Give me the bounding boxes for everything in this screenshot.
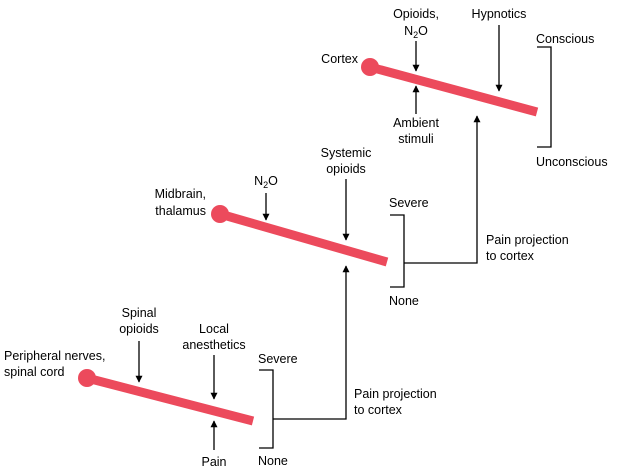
cortex-opioids-label: Opioids,: [393, 7, 439, 21]
midbrain-n2o-label: N2O: [254, 174, 278, 190]
cortex-unconscious-label: Unconscious: [536, 155, 608, 169]
cortex-n2o-label: N2O: [404, 24, 428, 40]
midbrain-severe-label: Severe: [389, 196, 429, 210]
midbrain-projection-label-line2: to cortex: [486, 249, 535, 263]
local-anesthetics-label-line1: Local: [199, 322, 229, 336]
peripheral-projection-label-line2: to cortex: [354, 403, 403, 417]
local-anesthetics-label-line2: anesthetics: [182, 338, 245, 352]
systemic-opioids-label-line2: opioids: [326, 162, 366, 176]
midbrain-bar: [218, 209, 389, 267]
cortex-bar: [368, 62, 539, 117]
peripheral-to-midbrain-projection-arrow: [273, 265, 350, 420]
cortex-consciousness-bracket: [537, 46, 552, 148]
midbrain-to-cortex-projection-arrow: [404, 115, 481, 264]
peripheral-level: Peripheral nerves, spinal cord Spinal op…: [4, 265, 437, 469]
midbrain-label: Midbrain,: [155, 187, 206, 201]
pain-input-label: Pain: [201, 455, 226, 469]
peripheral-severe-label: Severe: [258, 352, 298, 366]
systemic-opioids-label-line1: Systemic: [321, 146, 372, 160]
cortex-bar-knob: [361, 58, 379, 76]
peripheral-none-label: None: [258, 454, 288, 468]
midbrain-pain-bracket: [390, 214, 405, 288]
spinal-opioids-label-line1: Spinal: [122, 306, 157, 320]
cortex-conscious-label: Conscious: [536, 32, 594, 46]
peripheral-bar-knob: [78, 369, 96, 387]
thalamus-label: thalamus: [155, 204, 206, 218]
midbrain-bar-knob: [211, 205, 229, 223]
peripheral-bar: [85, 373, 255, 426]
peripheral-nerves-label: Peripheral nerves,: [4, 349, 105, 363]
midbrain-projection-label-line1: Pain projection: [486, 233, 569, 247]
peripheral-pain-bracket: [259, 369, 274, 449]
spinal-cord-label: spinal cord: [4, 365, 64, 379]
spinal-opioids-label-line2: opioids: [119, 322, 159, 336]
cortex-label: Cortex: [321, 52, 359, 66]
cortex-ambient-label: Ambient: [393, 116, 439, 130]
cortex-level: Cortex Opioids, N2O Hypnotics Ambient st…: [321, 7, 607, 169]
cortex-hypnotics-label: Hypnotics: [472, 7, 527, 21]
midbrain-level: Midbrain, thalamus N2O Systemic opioids …: [155, 115, 569, 308]
midbrain-none-label: None: [389, 294, 419, 308]
peripheral-projection-label-line1: Pain projection: [354, 387, 437, 401]
cortex-stimuli-label: stimuli: [398, 132, 433, 146]
